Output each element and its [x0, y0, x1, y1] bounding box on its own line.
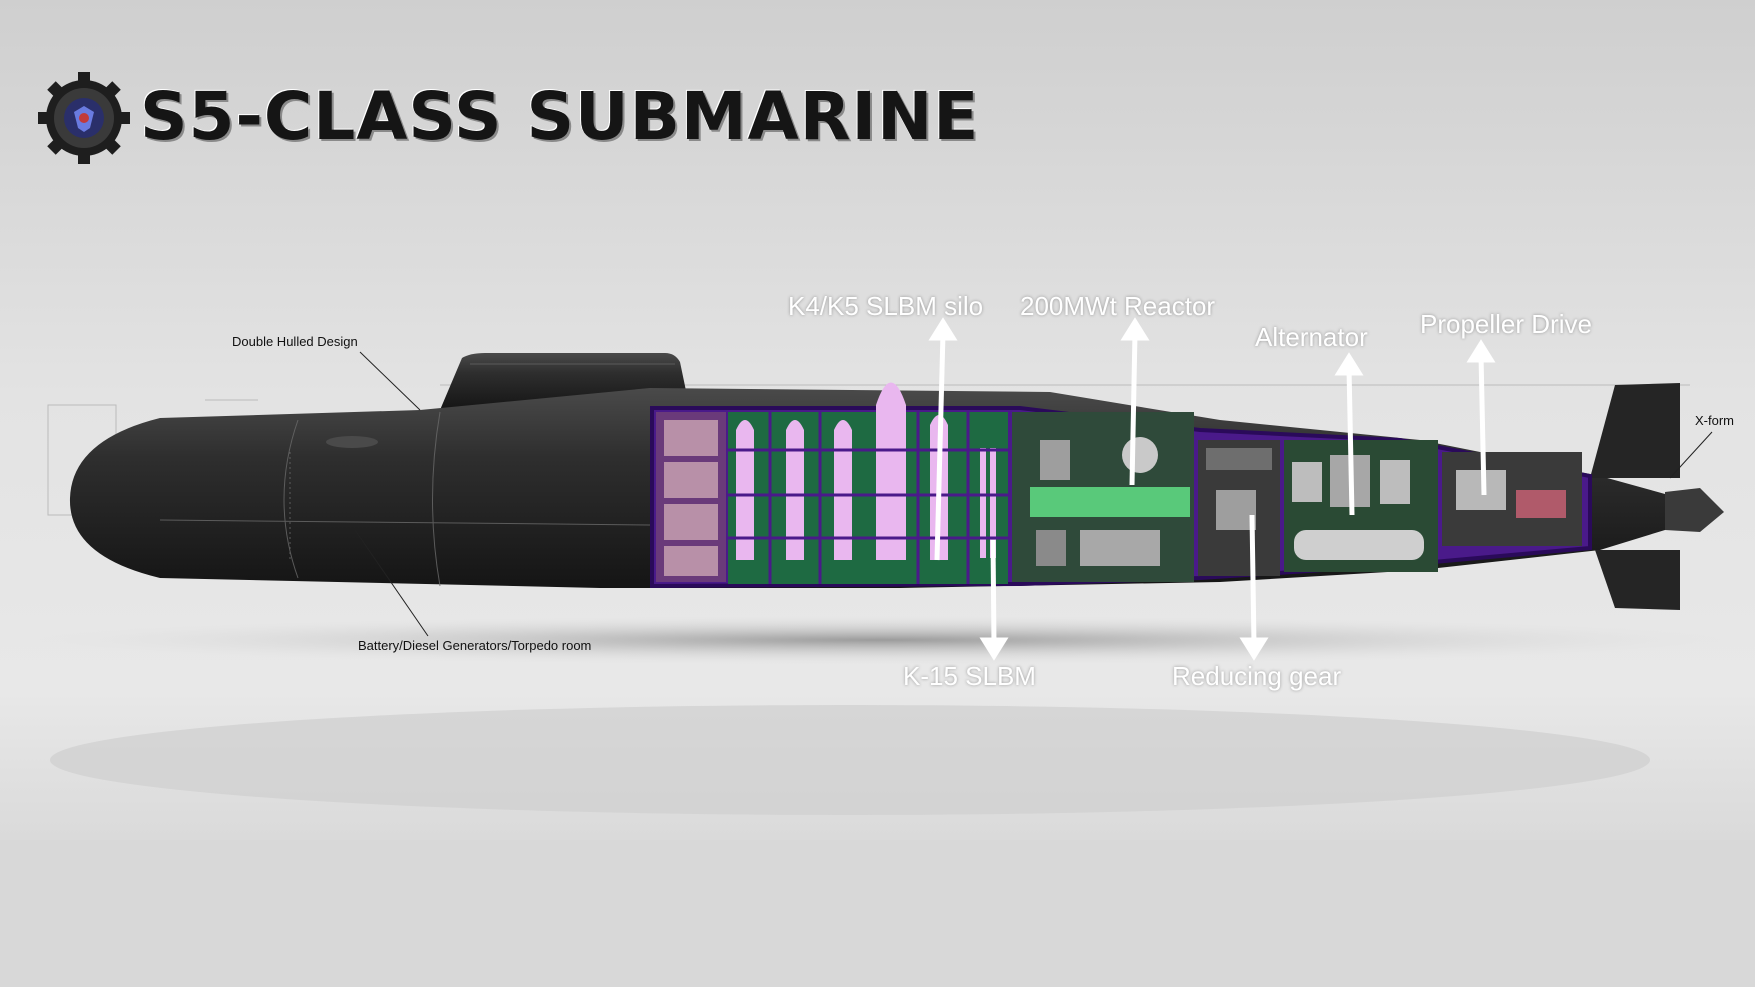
upper-tail-fin	[1590, 383, 1680, 478]
alternator-unit	[1294, 530, 1424, 560]
lower-tail-fin	[1595, 550, 1680, 610]
label-alternator: Alternator	[1255, 322, 1368, 353]
propeller-cone	[1665, 488, 1724, 532]
missile	[876, 383, 906, 561]
hull-shadow	[20, 616, 1740, 664]
k15-missile	[980, 448, 986, 558]
label-reducing-gear: Reducing gear	[1172, 661, 1341, 692]
arrow-alternator	[1349, 368, 1352, 515]
arrow-k15	[993, 540, 994, 645]
label-k15-slbm: K-15 SLBM	[903, 661, 1036, 692]
reactor-core	[1030, 487, 1190, 517]
hull-reflection	[50, 705, 1650, 815]
hull-hatch	[326, 436, 378, 448]
cutaway-section	[652, 383, 1590, 587]
label-x-form: X-form	[1695, 413, 1734, 428]
label-reactor: 200MWt Reactor	[1020, 291, 1215, 322]
label-battery-room: Battery/Diesel Generators/Torpedo room	[358, 638, 591, 653]
label-propeller-drive: Propeller Drive	[1420, 309, 1592, 340]
arrow-reactor	[1132, 333, 1135, 485]
arrow-propeller	[1481, 355, 1484, 495]
label-slbm-silo: K4/K5 SLBM silo	[788, 291, 983, 322]
label-double-hulled-design: Double Hulled Design	[232, 334, 358, 349]
arrow-reducing-gear	[1252, 515, 1254, 645]
